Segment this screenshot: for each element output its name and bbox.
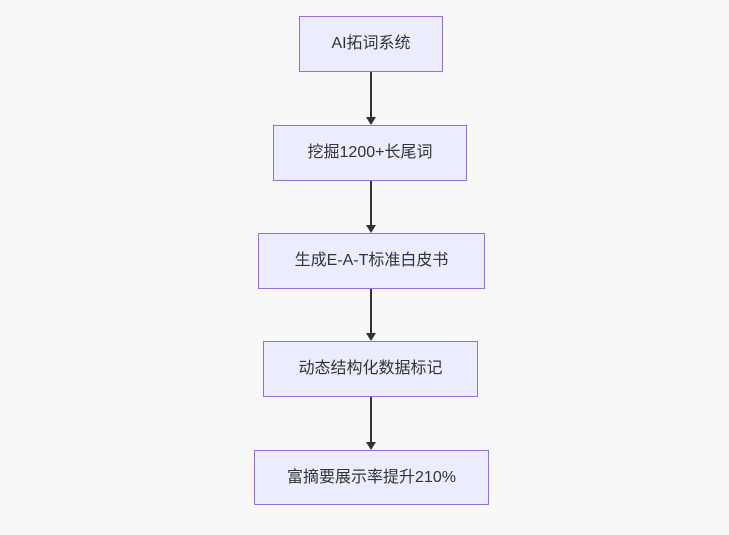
flow-node-ai-keyword-system: AI拓词系统 [299, 16, 443, 72]
flow-arrow-c-to-d [365, 289, 377, 341]
flow-node-label: 富摘要展示率提升210% [287, 468, 456, 486]
arrow-line [370, 72, 372, 118]
flow-node-label: 挖掘1200+长尾词 [307, 144, 433, 162]
flow-node-longtail-keywords: 挖掘1200+长尾词 [273, 125, 467, 181]
arrow-head-icon [366, 333, 376, 341]
arrow-head-icon [366, 225, 376, 233]
arrow-head-icon [366, 442, 376, 450]
flow-arrow-d-to-e [365, 397, 377, 450]
flow-node-label: 生成E-A-T标准白皮书 [294, 252, 449, 270]
flow-node-rich-snippet-rate: 富摘要展示率提升210% [254, 450, 489, 505]
flow-arrow-b-to-c [365, 181, 377, 233]
arrow-line [370, 181, 372, 226]
arrow-head-icon [366, 117, 376, 125]
flow-arrow-a-to-b [365, 72, 377, 125]
arrow-line [370, 289, 372, 334]
flow-node-label: 动态结构化数据标记 [298, 360, 443, 378]
arrow-line [370, 397, 372, 443]
flow-node-label: AI拓词系统 [331, 35, 411, 53]
flow-node-structured-data-markup: 动态结构化数据标记 [263, 341, 478, 397]
flow-node-eat-whitepaper: 生成E-A-T标准白皮书 [258, 233, 485, 289]
